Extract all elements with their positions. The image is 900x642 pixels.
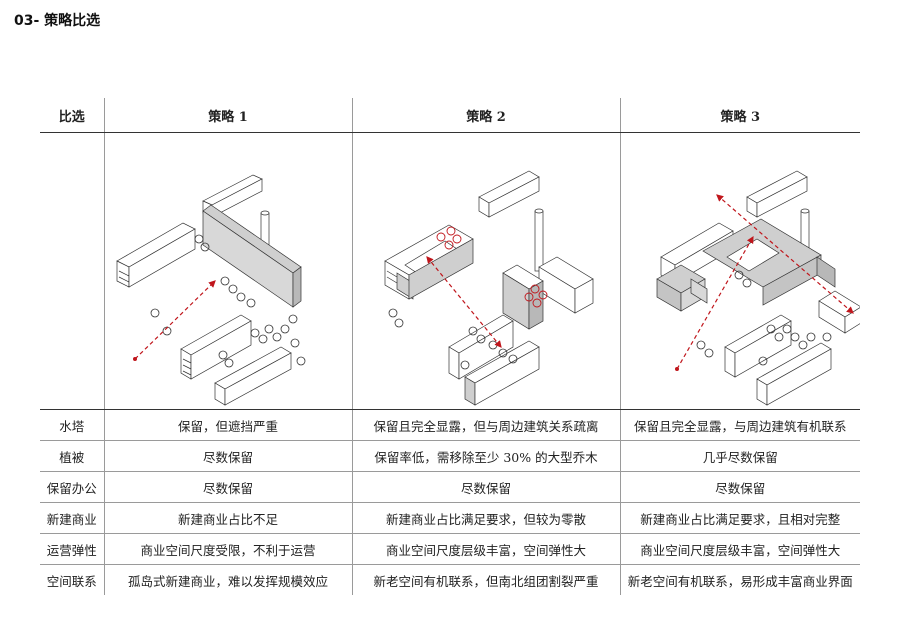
existing-block-top — [745, 170, 808, 218]
header-strategy-2: 策略 2 — [351, 98, 620, 133]
table-cell: 尽数保留 — [103, 440, 352, 472]
diagram-strategy-1-cell — [103, 132, 352, 410]
diagram-row — [40, 132, 860, 410]
table-cell: 孤岛式新建商业，难以发挥规模效应 — [103, 564, 352, 595]
table-row: 植被 尽数保留 保留率低，需移除至少 30% 的大型乔木 几乎尽数保留 — [40, 440, 860, 472]
row-label: 空间联系 — [46, 573, 97, 589]
row-label: 水塔 — [40, 409, 104, 441]
header-strategy-1: 策略 1 — [103, 98, 352, 133]
existing-block-lower-left — [723, 314, 792, 378]
header-row: 比选 策略 1 策略 2 策略 3 — [40, 98, 860, 133]
table-cell: 保留率低，需移除至少 30% 的大型乔木 — [351, 440, 620, 472]
table-row: 水塔 保留，但遮挡严重 保留且完全显露，但与周边建筑关系疏离 保留且完全显露，与… — [40, 409, 860, 441]
retained-block-right — [817, 290, 860, 334]
table-cell: 尽数保留 — [103, 471, 352, 503]
table-cell: 新建商业占比满足要求，且相对完整 — [619, 502, 860, 534]
removed-trees — [436, 226, 547, 308]
table-cell: 新老空间有机联系，易形成丰富商业界面 — [619, 564, 860, 595]
diagram-label-cell — [40, 132, 104, 410]
strategy-2-axonometric — [383, 170, 594, 406]
strategy-comparison-table: 比选 策略 1 策略 2 策略 3 — [40, 98, 860, 595]
row-label: 植被 — [40, 440, 104, 472]
axis-arrow-start — [674, 367, 679, 371]
header-strategy-3: 策略 3 — [619, 98, 860, 133]
row-label: 运营弹性 — [40, 533, 104, 565]
table-row: 运营弹性 商业空间尺度受限，不利于运营 商业空间尺度层级丰富，空间弹性大 商业空… — [40, 533, 860, 565]
row-label: 保留办公 — [40, 471, 104, 503]
existing-block-top — [477, 170, 540, 218]
table-cell: 新建商业占比不足 — [103, 502, 352, 534]
table-cell: 保留且完全显露，与周边建筑有机联系 — [619, 409, 860, 441]
axis-arrows — [675, 194, 854, 370]
table-cell: 商业空间尺度层级丰富，空间弹性大 — [619, 533, 860, 565]
existing-block-lower-left — [179, 314, 252, 380]
trees — [150, 234, 305, 368]
row-label: 新建商业 — [40, 502, 104, 534]
table-row: 空间联系 孤岛式新建商业，难以发挥规模效应 新老空间有机联系，但南北组团割裂严重… — [40, 564, 860, 595]
table-cell: 几乎尽数保留 — [619, 440, 860, 472]
retained-block-right — [537, 256, 594, 314]
existing-block-lower-right — [213, 346, 292, 406]
page-title: 03- 策略比选 — [14, 13, 101, 29]
water-tower — [534, 208, 543, 272]
axis-arrow — [132, 280, 216, 361]
corner-label: 比选 — [40, 98, 104, 133]
strategy-1-axonometric — [115, 174, 305, 406]
table-cell: 新建商业占比满足要求，但较为零散 — [351, 502, 620, 534]
table-row: 保留办公 尽数保留 尽数保留 尽数保留 — [40, 471, 860, 503]
table-cell: 保留，但遮挡严重 — [103, 409, 352, 441]
table-cell: 新老空间有机联系，但南北组团割裂严重 — [351, 564, 620, 595]
table-cell: 商业空间尺度受限，不利于运营 — [103, 533, 352, 565]
new-commercial-lower — [463, 340, 540, 406]
table-cell: 保留且完全显露，但与周边建筑关系疏离 — [351, 409, 620, 441]
table-cell: 商业空间尺度层级丰富，空间弹性大 — [351, 533, 620, 565]
axis-arrow — [425, 256, 502, 348]
existing-block-lower-right — [755, 342, 832, 406]
diagram-strategy-3-cell — [619, 132, 860, 410]
new-commercial-building — [201, 204, 302, 308]
existing-block-left — [115, 222, 196, 288]
diagram-strategy-2-cell — [351, 132, 620, 410]
table-row: 新建商业 新建商业占比不足 新建商业占比满足要求，但较为零散 新建商业占比满足要… — [40, 502, 860, 534]
strategy-3-axonometric — [655, 170, 860, 406]
table-cell: 尽数保留 — [351, 471, 620, 503]
table-cell: 尽数保留 — [619, 471, 860, 503]
